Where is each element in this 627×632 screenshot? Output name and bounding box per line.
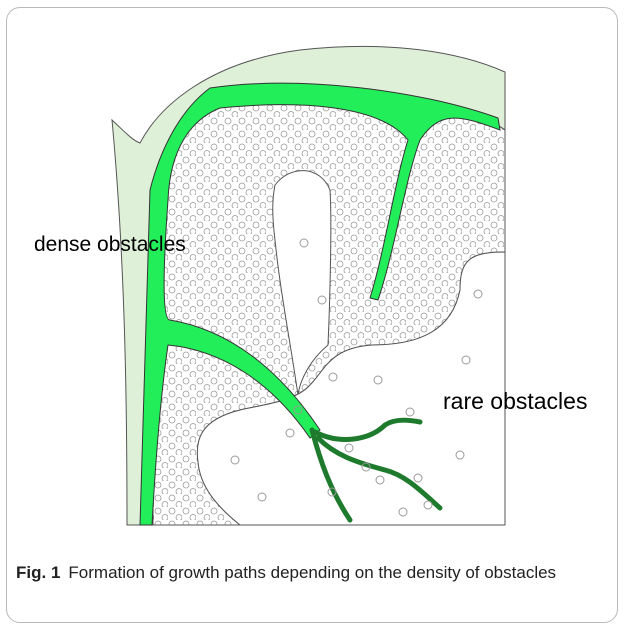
rare-obstacles-label: rare obstacles bbox=[443, 388, 587, 414]
dense-obstacles-label: dense obstacles bbox=[34, 233, 186, 256]
growth-path-diagram: dense obstacles rare obstacles bbox=[0, 0, 627, 540]
figure-number: Fig. 1 bbox=[16, 563, 60, 582]
figure-caption: Fig. 1 Formation of growth paths dependin… bbox=[16, 560, 596, 585]
caption-text: Formation of growth paths depending on t… bbox=[68, 563, 556, 582]
